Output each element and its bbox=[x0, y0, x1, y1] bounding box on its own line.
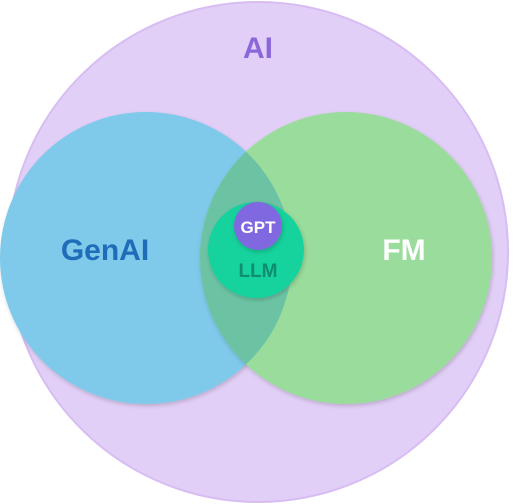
ai-label: AI bbox=[243, 32, 273, 65]
fm-circle bbox=[200, 112, 492, 404]
fm-label: FM bbox=[382, 234, 425, 267]
genai-circle bbox=[0, 112, 292, 404]
gpt-label: GPT bbox=[241, 218, 277, 237]
genai-label: GenAI bbox=[61, 234, 149, 267]
llm-label: LLM bbox=[238, 261, 277, 282]
gpt-circle bbox=[234, 202, 282, 250]
